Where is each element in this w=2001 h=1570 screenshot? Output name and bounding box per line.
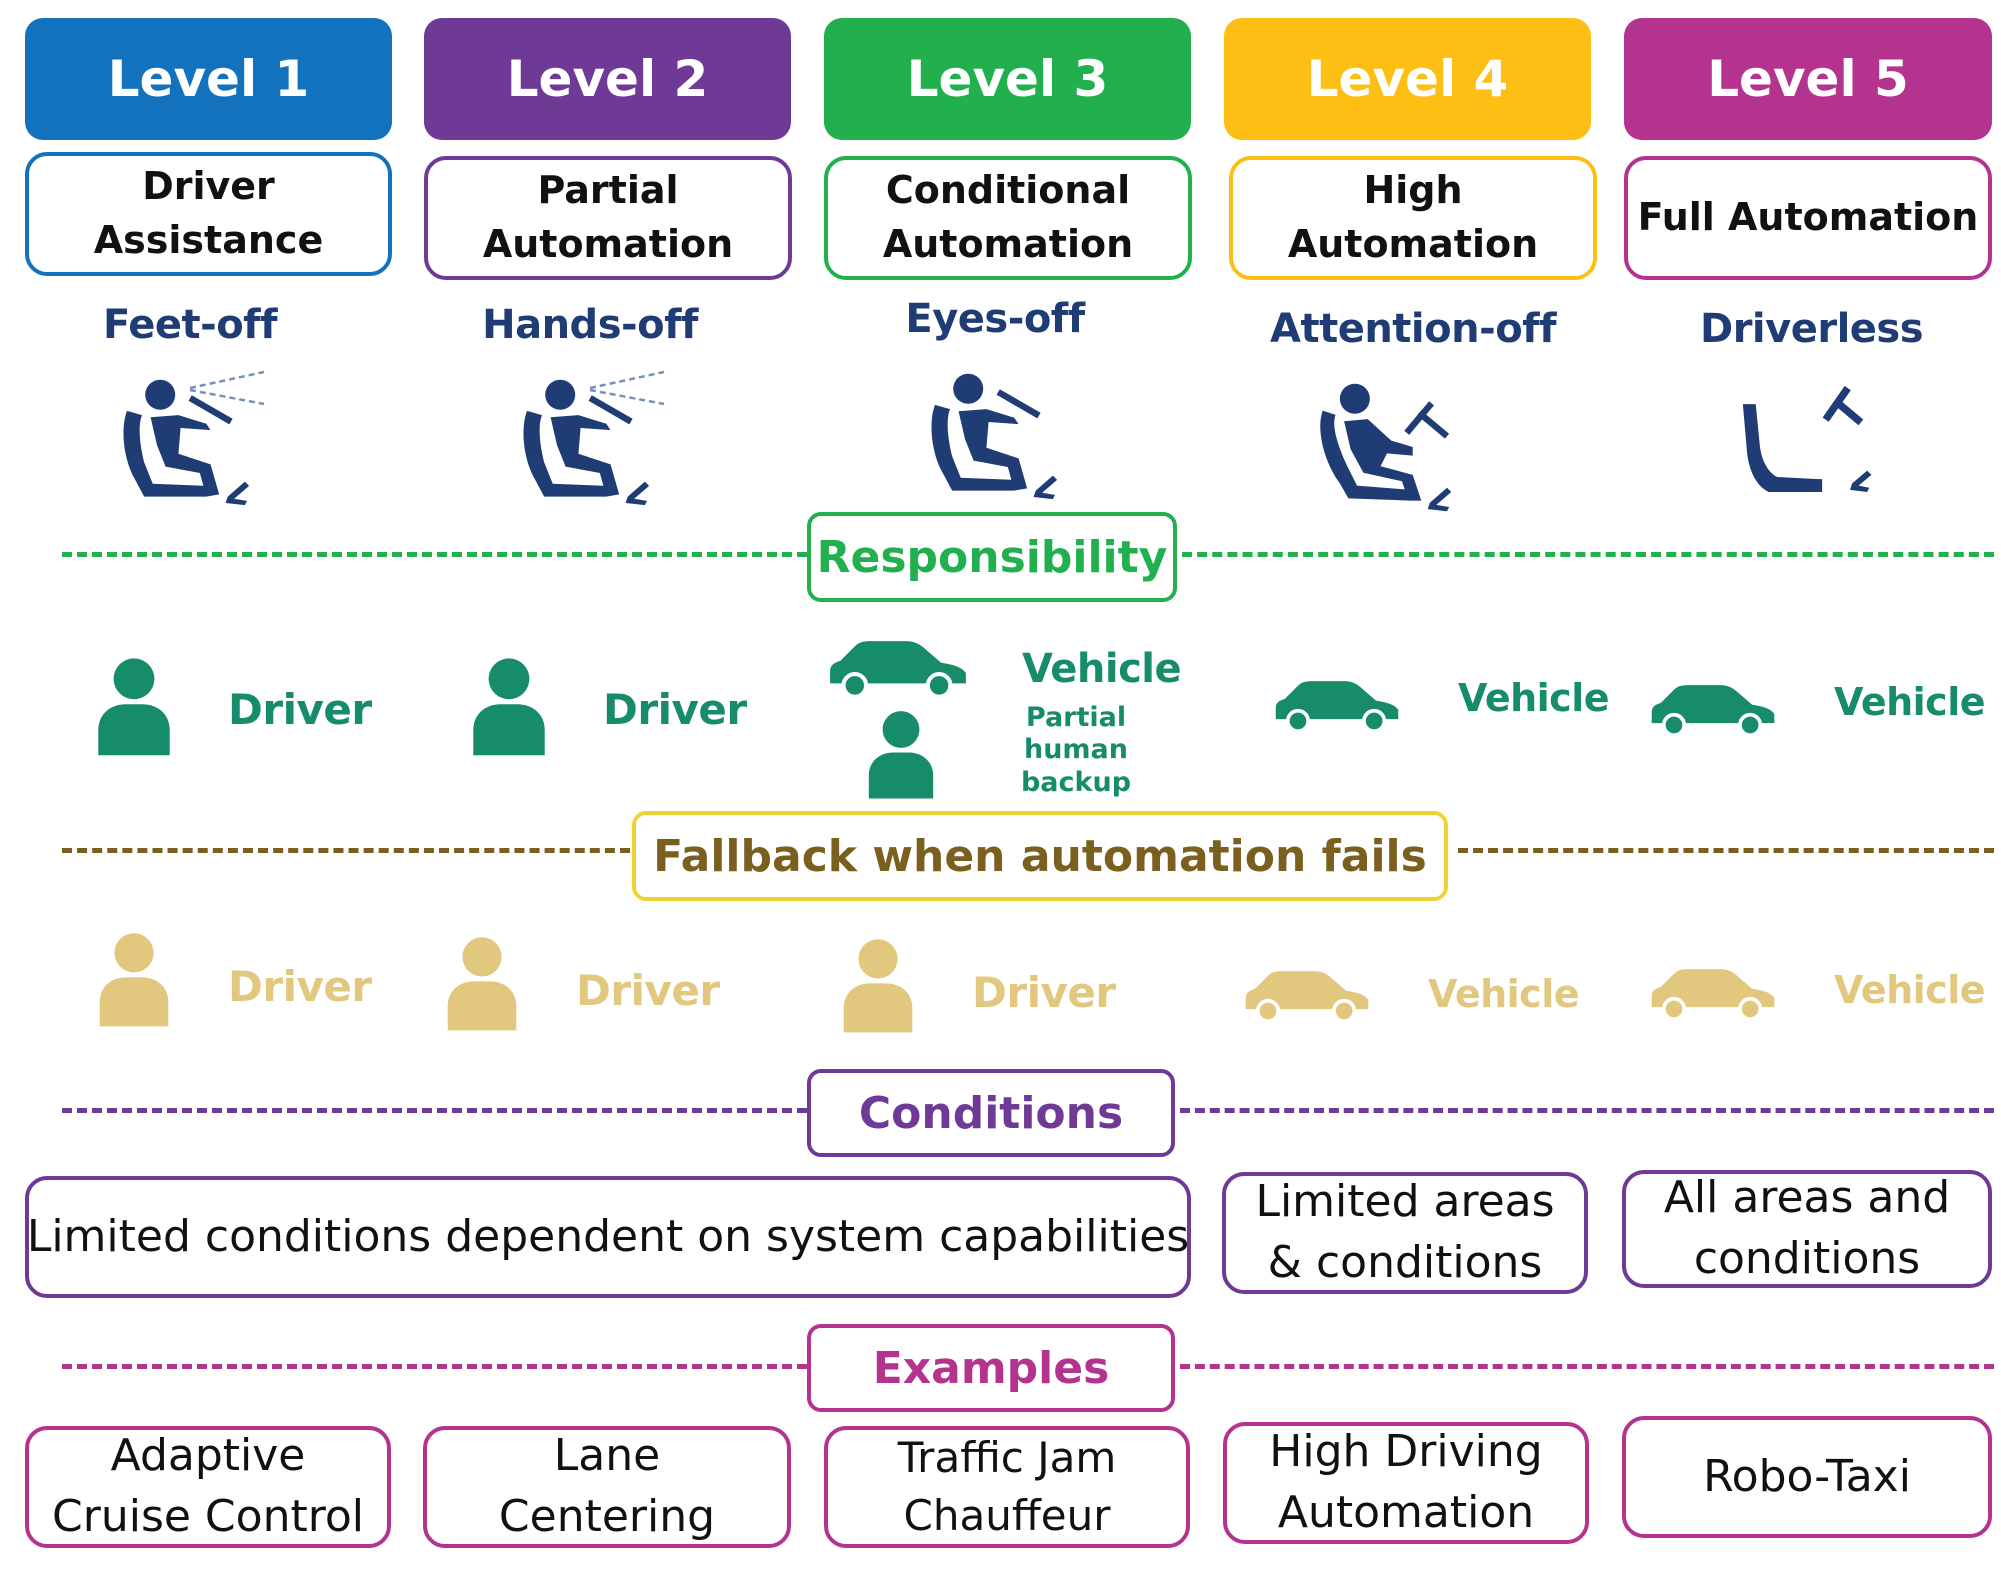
example-level-3-box: Traffic Jam Chauffeur [824, 1426, 1190, 1548]
conditions-level-4-text: Limited areas & conditions [1255, 1176, 1555, 1288]
person-icon [92, 930, 176, 1028]
example-level-4-box: High Driving Automation [1223, 1422, 1589, 1544]
example-level-1-box: Adaptive Cruise Control [25, 1426, 391, 1548]
conditions-section-box: Conditions [807, 1069, 1175, 1157]
fallback-section-title: Fallback when automation fails [653, 830, 1427, 882]
fallback-level-1-label: Driver [228, 962, 372, 1011]
level-5-mode: Driverless [1700, 306, 1924, 352]
fallback-level-3-label: Driver [972, 968, 1116, 1017]
level-4-header: Level 4 [1224, 18, 1591, 140]
responsibility-level-1-label: Driver [228, 685, 372, 734]
fallback-divider-right [1458, 848, 1994, 853]
fallback-level-1: Driver [92, 930, 392, 1030]
example-level-2-box: Lane Centering [423, 1426, 791, 1548]
responsibility-level-2: Driver [463, 655, 763, 755]
car-icon [826, 640, 970, 702]
level-5-seat-icon [1730, 372, 1880, 522]
example-level-4-text: High Driving Automation [1269, 1426, 1543, 1538]
level-4-name: High Automation [1287, 168, 1539, 266]
driver-seat-icon [920, 362, 1070, 512]
conditions-levels-1-3-text: Limited conditions dependent on system c… [26, 1210, 1190, 1262]
level-2-label: Level 2 [506, 50, 709, 108]
responsibility-section-title: Responsibility [816, 531, 1168, 583]
conditions-divider-right [1180, 1108, 1994, 1113]
level-2-header: Level 2 [424, 18, 791, 140]
examples-divider-right [1180, 1364, 1994, 1369]
level-4-label: Level 4 [1306, 50, 1509, 108]
person-icon [463, 655, 555, 757]
level-3-mode: Eyes-off [905, 296, 1085, 342]
level-5-header: Level 5 [1624, 18, 1992, 140]
fallback-level-3: Driver [836, 936, 1136, 1036]
example-level-1-text: Adaptive Cruise Control [52, 1430, 364, 1542]
fallback-divider-left [62, 848, 630, 853]
fallback-level-4-label: Vehicle [1428, 972, 1580, 1016]
level-2-name: Partial Automation [482, 168, 734, 266]
level-1-name: Driver Assistance [93, 164, 324, 262]
level-3-seat-icon [920, 362, 1070, 512]
responsibility-level-4-label: Vehicle [1458, 676, 1610, 720]
responsibility-level-3-label: Vehicle [1022, 646, 1182, 692]
level-1-label: Level 1 [107, 50, 310, 108]
responsibility-level-1: Driver [88, 655, 388, 755]
level-1-seat-icon [112, 368, 265, 518]
responsibility-level-3-note: Partial human backup [1020, 702, 1132, 798]
fallback-level-4: Vehicle [1242, 970, 1580, 1030]
responsibility-level-4: Vehicle [1272, 676, 1610, 740]
level-2-seat-icon [512, 368, 665, 518]
level-4-name-box: High Automation [1229, 156, 1597, 280]
level-1-mode: Feet-off [103, 302, 277, 348]
person-icon [440, 934, 524, 1032]
level-4-mode: Attention-off [1270, 306, 1556, 352]
level-3-name: Conditional Automation [882, 168, 1134, 266]
gaze-lines-icon [589, 370, 665, 406]
example-level-2-text: Lane Centering [498, 1430, 716, 1542]
car-icon [1648, 968, 1778, 1024]
person-icon [88, 655, 180, 757]
example-level-5-box: Robo-Taxi [1622, 1416, 1992, 1538]
responsibility-level-2-label: Driver [603, 685, 747, 734]
level-3-label: Level 3 [906, 50, 1109, 108]
level-1-name-box: Driver Assistance [25, 152, 392, 276]
responsibility-section-box: Responsibility [807, 512, 1177, 602]
fallback-level-5: Vehicle [1648, 968, 1986, 1028]
conditions-level-4-box: Limited areas & conditions [1222, 1172, 1588, 1294]
responsibility-divider-right [1182, 552, 1994, 557]
level-5-name-box: Full Automation [1624, 156, 1992, 280]
level-5-name: Full Automation [1637, 195, 1979, 240]
car-icon [1272, 680, 1402, 736]
responsibility-level-5: Vehicle [1648, 680, 1986, 744]
examples-divider-left [62, 1364, 807, 1369]
conditions-levels-1-3-box: Limited conditions dependent on system c… [25, 1176, 1191, 1298]
level-2-mode: Hands-off [482, 302, 698, 348]
responsibility-level-5-label: Vehicle [1834, 680, 1986, 724]
responsibility-level-3: Vehicle Partial human backup [826, 640, 1186, 800]
conditions-section-title: Conditions [858, 1087, 1124, 1139]
empty-seat-icon [1730, 372, 1880, 522]
level-3-header: Level 3 [824, 18, 1191, 140]
person-icon [836, 936, 920, 1034]
person-icon [860, 708, 942, 800]
level-4-seat-icon [1312, 372, 1462, 522]
conditions-divider-left [62, 1108, 807, 1113]
level-2-name-box: Partial Automation [424, 156, 792, 280]
examples-section-box: Examples [807, 1324, 1175, 1412]
level-5-label: Level 5 [1707, 50, 1909, 108]
fallback-section-box: Fallback when automation fails [632, 811, 1448, 901]
example-level-3-text: Traffic Jam Chauffeur [897, 1433, 1117, 1540]
level-1-header: Level 1 [25, 18, 392, 140]
level-3-name-box: Conditional Automation [824, 156, 1192, 280]
responsibility-divider-left [62, 552, 807, 557]
conditions-level-5-box: All areas and conditions [1622, 1170, 1992, 1288]
conditions-level-5-text: All areas and conditions [1663, 1172, 1951, 1284]
fallback-level-2: Driver [440, 934, 740, 1034]
examples-section-title: Examples [872, 1342, 1110, 1394]
car-icon [1242, 970, 1372, 1026]
gaze-lines-icon [189, 370, 265, 406]
reclined-driver-icon [1312, 372, 1462, 522]
example-level-5-text: Robo-Taxi [1703, 1450, 1911, 1502]
fallback-level-5-label: Vehicle [1834, 968, 1986, 1012]
fallback-level-2-label: Driver [576, 966, 720, 1015]
car-icon [1648, 684, 1778, 740]
